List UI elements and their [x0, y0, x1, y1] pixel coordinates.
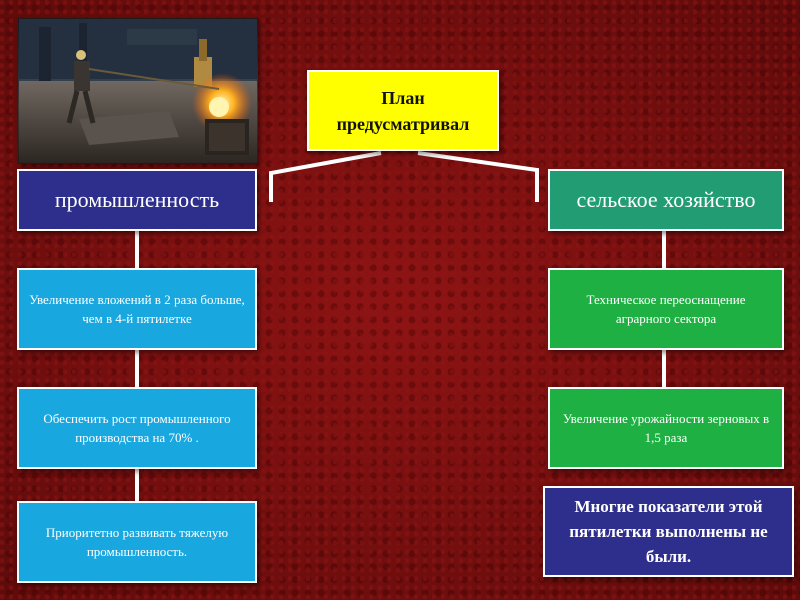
steelworker-furnace-photo [18, 18, 258, 164]
agriculture-category-box: сельское хозяйство [548, 169, 784, 231]
agriculture-item-reequipment: Техническое переоснащение аграрного сект… [548, 268, 784, 350]
industry-item-heavy-industry: Приоритетно развивать тяжелую промышленн… [17, 501, 257, 583]
plan-title: План предусматривал [336, 87, 470, 134]
industry-item-growth: Обеспечить рост промышленного производст… [17, 387, 257, 469]
industry-category-label: промышленность [54, 187, 220, 212]
agriculture-item-text: Техническое переоснащение аграрного сект… [586, 292, 746, 326]
industry-item-investment: Увеличение вложений в 2 раза больше, чем… [17, 268, 257, 350]
plan-title-box: План предусматривал [307, 70, 499, 151]
agriculture-category-label: сельское хозяйство [576, 187, 756, 212]
industry-item-text: Приоритетно развивать тяжелую промышленн… [45, 525, 229, 559]
industry-category-box: промышленность [17, 169, 257, 231]
industry-item-text: Обеспечить рост промышленного производст… [43, 411, 231, 445]
industry-item-text: Увеличение вложений в 2 раза больше, чем… [29, 292, 245, 326]
agriculture-item-yield: Увеличение урожайности зерновых в 1,5 ра… [548, 387, 784, 469]
agriculture-item-text: Увеличение урожайности зерновых в 1,5 ра… [562, 411, 770, 445]
conclusion-note-text: Многие показатели этой пятилетки выполне… [569, 497, 768, 566]
conclusion-note-box: Многие показатели этой пятилетки выполне… [543, 486, 794, 577]
